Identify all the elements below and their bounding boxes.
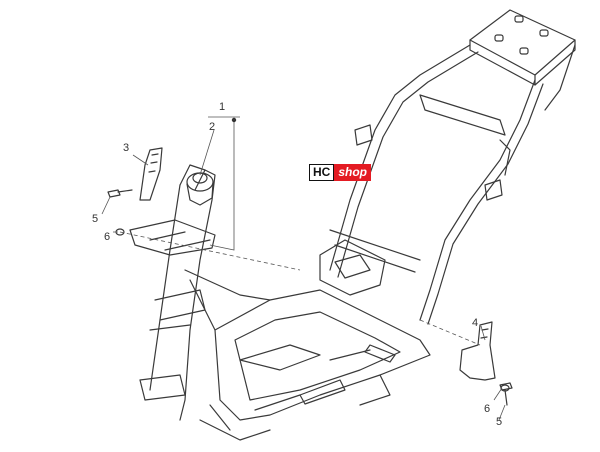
- floor-pan: [214, 289, 431, 421]
- hc-shop-logo: HC shop: [309, 164, 372, 181]
- callout-3: 3: [123, 142, 129, 154]
- callout-5-right: 5: [496, 416, 502, 428]
- rear-carrier-plate: [469, 9, 576, 86]
- callout-4: 4: [472, 317, 478, 329]
- center-bracket: [319, 239, 386, 296]
- rear-frame-rails: [329, 44, 576, 325]
- right-footrest-bracket: [459, 321, 496, 381]
- callout-1: 1: [219, 101, 225, 113]
- leader-lines: [101, 116, 506, 421]
- front-head-tube: [139, 164, 271, 441]
- callout-dot: [231, 117, 237, 123]
- callout-6-right: 6: [484, 403, 490, 415]
- logo-hc-text: HC: [309, 164, 335, 181]
- callout-6-left: 6: [104, 231, 110, 243]
- lock-cylinder: [186, 172, 214, 206]
- bolt-left: [107, 189, 133, 198]
- callout-5-left: 5: [92, 213, 98, 225]
- logo-shop-text: shop: [334, 164, 372, 181]
- front-bracket: [129, 219, 216, 256]
- left-footrest-bracket: [139, 147, 163, 201]
- washer-right: [500, 384, 510, 392]
- callout-2: 2: [209, 121, 215, 133]
